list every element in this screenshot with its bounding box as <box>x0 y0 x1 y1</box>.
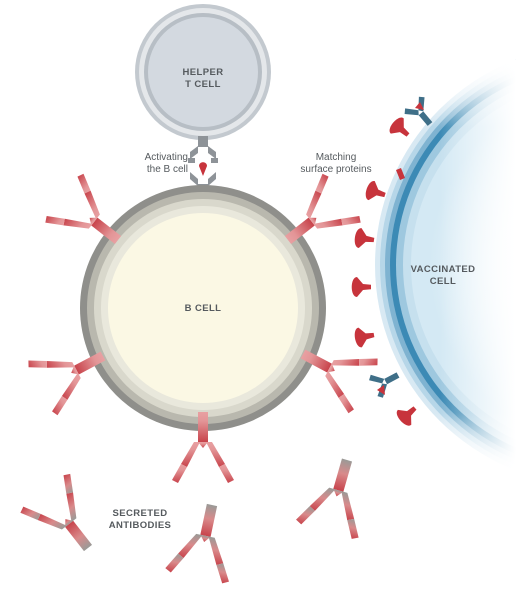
helper-t-cell-label: HELPER T CELL <box>182 67 224 90</box>
b-cell <box>80 185 326 431</box>
t-cell-receptor-icon <box>188 136 218 163</box>
secreted-antibodies <box>18 451 379 585</box>
vaccinated-cell <box>375 59 516 480</box>
unbound-proteins <box>377 102 424 395</box>
antigen-fragment <box>199 162 207 176</box>
secreted-antibodies-label: SECRETED ANTIBODIES <box>108 508 172 531</box>
vaccinated-cell-spike-proteins <box>351 114 422 429</box>
b-cell-label: B CELL <box>184 303 222 314</box>
vaccinated-cell-label: VACCINATED CELL <box>410 264 476 287</box>
activating-label: Activating the B cell <box>144 152 188 175</box>
matching-label: Matching surface proteins <box>300 152 372 175</box>
helper-t-cell <box>135 4 271 140</box>
